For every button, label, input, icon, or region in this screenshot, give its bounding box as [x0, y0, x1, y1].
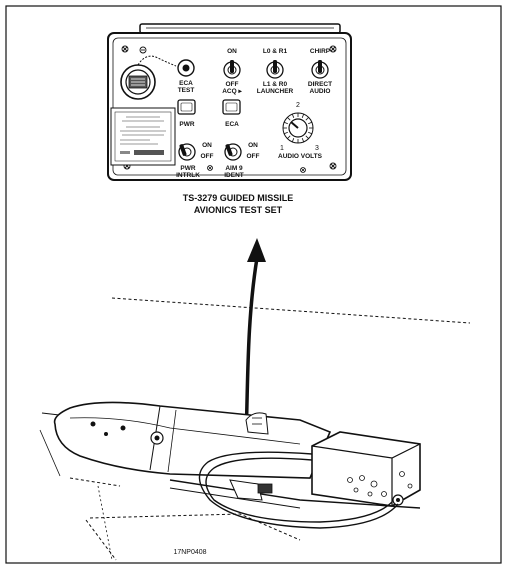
audio-switch-top-label: CHIRP	[310, 48, 331, 55]
test-set-unit-on-missile	[311, 431, 421, 507]
audio-switch-label: AUDIO	[310, 88, 331, 95]
eca-lamp-label: ECA	[225, 121, 239, 128]
pwr-lamp-label: PWR	[179, 121, 194, 128]
toggle-screws	[207, 165, 306, 173]
aim9-ident-label-2: IDENT	[224, 172, 244, 179]
knob-knurl	[283, 113, 313, 143]
figure-code: 17NP0408	[173, 549, 206, 556]
audio-volts-scale-2: 2	[296, 102, 300, 109]
acq-switch-label: ACQ ▸	[222, 88, 242, 95]
pwr-intrlk-off-label: OFF	[201, 153, 214, 160]
instruction-placard	[110, 107, 176, 166]
eca-test-jack: ECA TEST	[177, 59, 195, 94]
callout-arrow	[244, 238, 266, 441]
eca-indicator-lamp: ECA	[222, 99, 241, 128]
launcher-toggle-switch: L0 & R1 L1 & R0 LAUNCHER	[257, 48, 294, 95]
audio-volts-scale-3: 3	[315, 145, 319, 152]
pwr-intrlk-on-label: ON	[202, 142, 212, 149]
pwr-indicator-lamp: PWR	[177, 99, 196, 128]
launcher-switch-bottom-label: L1 & R0	[263, 81, 288, 88]
test-set-panel: ECA TEST PWR	[107, 23, 352, 181]
pwr-intrlk-label-1: PWR	[180, 165, 195, 172]
audio-volts-label: AUDIO VOLTS	[278, 153, 323, 160]
eca-test-label-2: TEST	[178, 87, 195, 94]
figure-border	[5, 5, 502, 564]
eca-test-label-1: ECA	[179, 80, 193, 87]
aim9-ident-on-label: ON	[248, 142, 258, 149]
audio-volts-knob: 1 2 3 AUDIO VOLTS	[278, 102, 323, 160]
cable-connector	[120, 46, 177, 100]
test-cable	[198, 451, 399, 529]
caption-line-2: AVIONICS TEST SET	[194, 205, 283, 215]
acq-toggle-switch: ON OFF ACQ ▸	[222, 48, 242, 95]
aim9-ident-label-1: AIM 9	[225, 165, 243, 172]
panel-screws	[121, 45, 337, 170]
pwr-intrlk-label-2: INTRLK	[176, 172, 200, 179]
audio-mode-toggle-switch: CHIRP DIRECT AUDIO	[308, 48, 332, 95]
pwr-intrlk-toggle-switch: ON OFF PWR INTRLK	[176, 142, 213, 179]
guided-missile	[53, 401, 332, 479]
panel-handle	[139, 23, 341, 34]
audio-switch-bottom-label: DIRECT	[308, 81, 332, 88]
launcher-switch-top-label: L0 & R1	[263, 48, 288, 55]
acq-switch-on-label: ON	[227, 48, 237, 55]
audio-volts-scale-1: 1	[280, 145, 284, 152]
aim9-ident-toggle-switch: ON OFF AIM 9 IDENT	[224, 142, 259, 179]
launcher-switch-label: LAUNCHER	[257, 88, 294, 95]
launcher-rail	[169, 479, 421, 509]
caption-line-1: TS-3279 GUIDED MISSILE	[183, 193, 294, 203]
aim9-ident-off-label: OFF	[247, 153, 260, 160]
acq-switch-off-label: OFF	[226, 81, 239, 88]
